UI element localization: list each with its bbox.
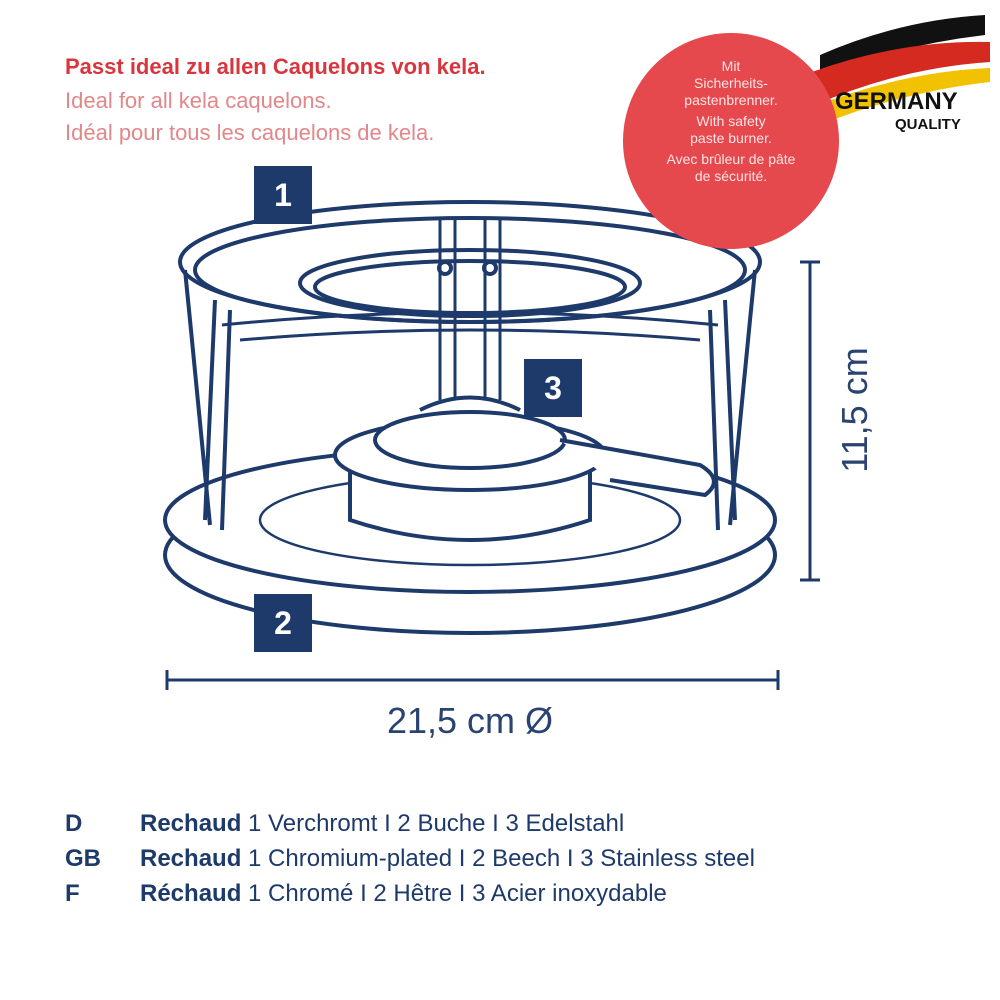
headline-fr: Idéal pour tous les caquelons de kela. <box>65 120 435 145</box>
legend-product: Rechaud <box>140 810 242 837</box>
badge-line: de sécurité. <box>694 168 768 184</box>
badge-line: Mit <box>721 58 741 74</box>
burner-handle <box>559 438 716 498</box>
callout-3: 3 <box>524 359 582 417</box>
diameter-dimension: 21,5 cm Ø <box>386 700 554 741</box>
legend-parts: 1 Verchromt I 2 Buche I 3 Edelstahl <box>248 810 625 837</box>
legend-row-fr: F Réchaud 1 Chromé I 2 Hêtre I 3 Acier in… <box>65 880 667 908</box>
legend-row-de: D Rechaud 1 Verchromt I 2 Buche I 3 Edels… <box>65 810 624 838</box>
legend-lang: D <box>65 810 83 837</box>
legend-lang: GB <box>65 845 101 872</box>
legend-parts: 1 Chromium-plated I 2 Beech I 3 Stainles… <box>248 845 755 872</box>
germany-flag-icon <box>810 15 990 128</box>
legend-product: Rechaud <box>140 845 242 872</box>
legend-parts: 1 Chromé I 2 Hêtre I 3 Acier inoxydable <box>248 880 667 907</box>
height-dimension: 11,5 cm <box>834 347 875 473</box>
callout-1: 1 <box>254 166 312 224</box>
badge-line: Avec brûleur de pâte <box>666 151 796 167</box>
safety-burner-badge: Mit Sicherheits- pastenbrenner. With saf… <box>623 33 839 249</box>
badge-line: paste burner. <box>690 130 772 146</box>
legend-lang: F <box>65 880 80 907</box>
badge-line: pastenbrenner. <box>684 92 778 108</box>
callout-2: 2 <box>254 594 312 652</box>
legend-product: Réchaud <box>140 880 242 907</box>
burner-lid <box>373 410 567 470</box>
badge-line: With safety <box>696 113 766 129</box>
germany-logo-word: GERMANY <box>835 88 958 115</box>
headline-en: Ideal for all kela caquelons. <box>65 88 332 113</box>
headline-de: Passt ideal zu allen Caquelons von kela. <box>65 54 486 79</box>
badge-line: Sicherheits- <box>694 75 768 91</box>
legend-row-gb: GB Rechaud 1 Chromium-plated I 2 Beech I … <box>65 845 755 873</box>
germany-logo-sub: QUALITY <box>895 116 961 133</box>
dimension-lines <box>165 260 820 690</box>
